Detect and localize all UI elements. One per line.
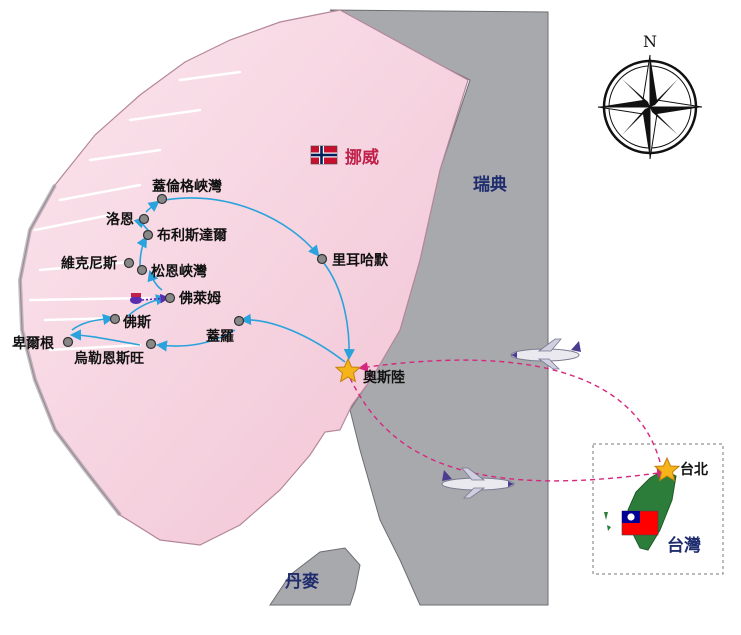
compass-north-label: N <box>643 32 657 51</box>
place-marker-flam[interactable] <box>164 292 176 304</box>
place-label-geilo: 蓋羅 <box>206 328 234 345</box>
country-label-sweden: 瑞典 <box>473 174 507 195</box>
place-label-loen: 洛恩 <box>106 211 134 228</box>
place-label-bergen: 卑爾根 <box>12 335 55 352</box>
place-marker-oslo-star[interactable] <box>334 357 362 383</box>
place-marker-sognefjord[interactable] <box>136 264 148 276</box>
place-label-sognefjord: 松恩峽灣 <box>151 263 207 280</box>
norway-land <box>19 9 469 546</box>
place-label-briksdal: 布利斯達爾 <box>157 227 227 244</box>
denmark-land <box>269 547 361 606</box>
place-marker-lillehammer[interactable] <box>316 253 328 265</box>
fjord-lines <box>28 70 242 352</box>
place-marker-voss[interactable] <box>109 313 121 325</box>
place-label-oslo: 奧斯陸 <box>363 369 405 386</box>
country-label-norway: 挪威 <box>345 147 379 168</box>
place-marker-bergen[interactable] <box>62 336 74 348</box>
country-label-taiwan: 台灣 <box>667 535 701 556</box>
compass-rose-icon: N <box>597 32 703 160</box>
place-label-flam: 佛萊姆 <box>178 290 221 307</box>
place-label-lillehammer: 里耳哈默 <box>332 252 389 269</box>
place-marker-ulvik[interactable] <box>145 338 157 350</box>
place-label-vikoyri: 維克尼斯 <box>61 255 117 272</box>
train-icon <box>130 293 142 304</box>
country-label-denmark: 丹麥 <box>285 571 320 592</box>
place-label-taipei: 台北 <box>680 461 708 478</box>
airplane-icon <box>510 338 581 370</box>
place-label-voss: 佛斯 <box>122 314 151 331</box>
place-marker-taipei-star[interactable] <box>653 456 681 482</box>
penghu-islets <box>604 512 611 531</box>
place-marker-vikoyri[interactable] <box>123 257 135 269</box>
taiwan-flag-icon <box>621 510 659 536</box>
place-marker-geilo[interactable] <box>233 315 245 327</box>
place-label-ulvik: 烏勒恩斯旺 <box>74 350 144 367</box>
place-marker-briksdal[interactable] <box>142 229 154 241</box>
airplane-icon <box>441 467 515 499</box>
flight-routes <box>349 359 667 482</box>
place-label-geiranger: 蓋倫格峽灣 <box>152 178 222 195</box>
place-markers: 蓋倫格峽灣 洛恩 布利斯達爾 維克尼斯 松恩峽灣 佛萊姆 佛斯 卑爾根 烏勒恩斯… <box>12 178 708 482</box>
norway-flag-icon <box>310 145 338 165</box>
west-coast-edge <box>17 184 122 517</box>
place-marker-geiranger[interactable] <box>156 193 168 205</box>
place-marker-loen[interactable] <box>138 213 150 225</box>
train-link <box>141 293 170 304</box>
